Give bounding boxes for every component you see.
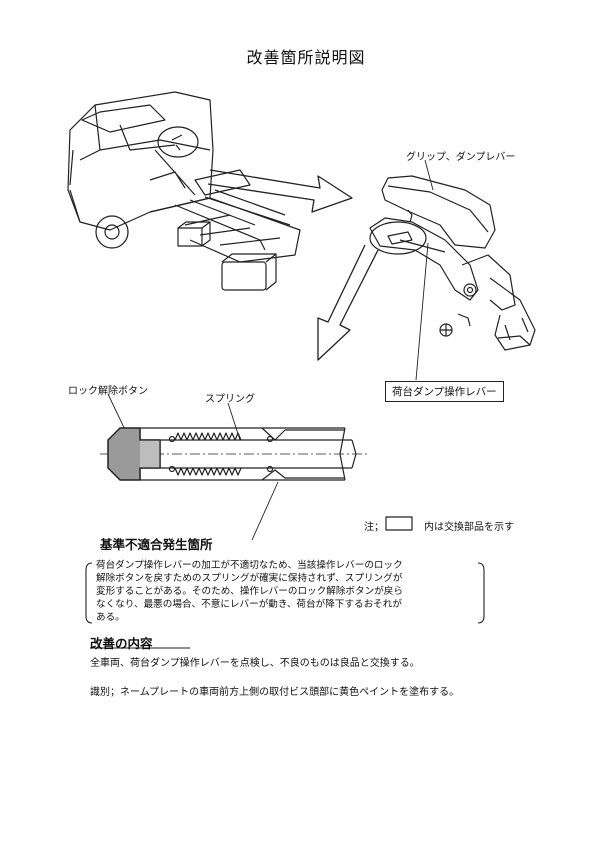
note-line: なくなり、最悪の場合、不意にレバーが動き、荷台が降下するおそれが	[96, 599, 402, 610]
nonconformity-heading: 基準不適合発生箇所	[100, 537, 213, 552]
legend-box-sample	[385, 516, 413, 531]
lever-assembly-illustration	[369, 175, 536, 351]
legend-prefix: 注；	[364, 522, 384, 533]
improvement-heading: 改善の内容	[90, 636, 153, 651]
identification-text: 識別；ネームプレートの車両前方上側の取付ビス頭部に黄色ペイントを塗布する。	[90, 687, 460, 698]
nonconformity-description: 荷台ダンプ操作レバーの加工が不適切なため、当該操作レバーのロック 解除ボタンを戻…	[96, 559, 482, 623]
note-bracket-right	[477, 562, 485, 624]
improvement-text: 全車両、荷台ダンプ操作レバーを点検し、不良のものは良品と交換する。	[90, 658, 420, 669]
legend-text: 内は交換部品を示す	[424, 522, 514, 533]
arrow-to-section	[317, 244, 379, 361]
page-title: 改善箇所説明図	[246, 48, 366, 67]
note-line: 解除ボタンを戻すためのスプリングが確実に保持されず、スプリングが	[96, 573, 403, 584]
note-line: 荷台ダンプ操作レバーの加工が不適切なため、当該操作レバーのロック	[96, 560, 403, 571]
lock-button-label: ロック解除ボタン	[68, 386, 148, 397]
note-line: ある。	[96, 612, 125, 623]
grip-label: グリップ、ダンプレバー	[406, 152, 516, 163]
arrow-to-lever	[207, 169, 353, 213]
chassis-frame-illustration	[149, 169, 301, 291]
lever-label: 荷台ダンプ操作レバー	[385, 381, 504, 402]
spring-label: スプリング	[205, 394, 255, 405]
note-bracket-left	[85, 562, 93, 624]
truck-cab-illustration	[67, 91, 214, 249]
note-line: 変形することがある。そのため、操作レバーのロック解除ボタンが戻ら	[96, 586, 403, 597]
